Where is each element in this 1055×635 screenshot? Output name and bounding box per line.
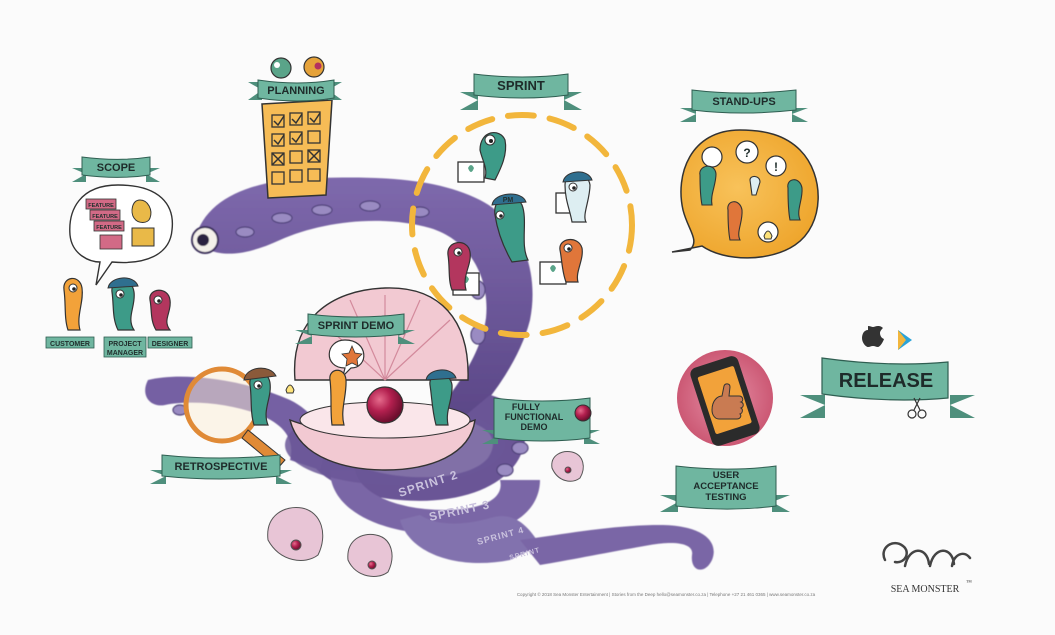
exclaim-glyph: ! <box>774 160 778 174</box>
star-icon <box>341 344 363 367</box>
scissors-icon <box>907 397 927 419</box>
question-glyph: ? <box>743 146 750 160</box>
ffd-label-3: DEMO <box>521 422 548 432</box>
detective-fish <box>243 367 277 426</box>
standups-banner-label: STAND-UPS <box>712 96 775 108</box>
uat-section: USER ACCEPTANCE TESTING <box>660 350 790 512</box>
sprint-banner-label: SPRINT <box>497 78 545 93</box>
sprint-demo-section: SPRINT DEMO <box>288 287 476 471</box>
decorative-shells <box>267 451 584 577</box>
uat-banner: USER ACCEPTANCE TESTING <box>660 465 790 512</box>
role-labels: CUSTOMER PROJECT MANAGER DESIGNER <box>45 336 193 358</box>
calendar-icon <box>131 227 155 247</box>
retrospective-banner-label: RETROSPECTIVE <box>175 461 268 473</box>
scope-banner-label: SCOPE <box>97 162 136 174</box>
idea-lightbulb-icon <box>285 384 295 394</box>
feature-card-3: FEATURE <box>96 225 122 231</box>
standup-fish <box>699 165 803 241</box>
release-banner-label: RELEASE <box>839 370 933 392</box>
project-manager-label-2: MANAGER <box>107 350 143 357</box>
ffd-label-2: FUNCTIONAL <box>505 412 564 422</box>
ffd-label-1: FULLY <box>512 402 540 412</box>
copyright-text: Copyright © 2018 Sea Monster Entertainme… <box>517 591 816 597</box>
feature-cards: FEATURE FEATURE FEATURE <box>85 198 125 250</box>
logo-tentacles-icon <box>882 541 972 568</box>
small-pearl-icon <box>574 404 592 422</box>
feature-card-2: FEATURE <box>92 214 118 220</box>
planning-banner: PLANNING <box>248 79 342 102</box>
designer-avatar-icon <box>303 56 325 78</box>
apple-store-icon <box>862 326 884 347</box>
sprint-demo-banner-label: SPRINT DEMO <box>318 320 395 332</box>
demo-pm-fish <box>425 369 457 426</box>
thumbs-up-icon <box>711 383 744 420</box>
shell-2 <box>347 533 393 577</box>
logo-name: SEA MONSTER <box>891 584 960 595</box>
pm-cap-label: PM <box>503 197 514 204</box>
standups-section: ? ! STAND-UPS <box>671 89 819 259</box>
standups-banner: STAND-UPS <box>680 89 808 122</box>
release-banner: RELEASE <box>800 357 975 418</box>
demo-customer-fish <box>329 369 347 426</box>
fully-functional-demo-banner: FULLY FUNCTIONAL DEMO <box>482 397 600 444</box>
pm-fish-character: PM <box>491 193 529 263</box>
blue-fish-character <box>562 171 593 223</box>
uat-label-1: USER <box>713 470 740 481</box>
pearl-icon <box>366 386 404 424</box>
sprint-demo-banner: SPRINT DEMO <box>295 313 415 344</box>
project-manager-fish <box>107 277 139 331</box>
pink-fish-character <box>447 242 471 291</box>
shell-1 <box>267 506 324 561</box>
retrospective-section: RETROSPECTIVE <box>150 366 295 484</box>
sea-monster-logo: SEA MONSTER ™ <box>882 541 972 595</box>
customer-label: CUSTOMER <box>50 341 90 348</box>
scope-section: SCOPE FEATURE FEATURE FEATURE <box>45 156 193 358</box>
uat-label-3: TESTING <box>705 492 746 503</box>
logo-tm: ™ <box>966 580 972 586</box>
uat-label-2: ACCEPTANCE <box>693 481 758 492</box>
project-manager-label-1: PROJECT <box>108 341 142 348</box>
shell-3 <box>551 451 584 482</box>
pm-avatar-icon <box>270 57 292 79</box>
green-fish-character <box>479 132 507 181</box>
sprint-banner: SPRINT <box>460 73 582 110</box>
planning-board <box>261 99 333 199</box>
sprint-cycle-ring <box>409 112 635 338</box>
designer-label: DESIGNER <box>152 341 189 348</box>
retrospective-banner: RETROSPECTIVE <box>150 454 292 484</box>
sprint-section: SPRINT PM <box>409 73 635 338</box>
money-bag-icon <box>131 199 152 223</box>
planning-section: PLANNING <box>248 56 342 199</box>
lightbulb-icon <box>763 230 773 240</box>
orange-fish-character <box>559 239 583 283</box>
planning-banner-label: PLANNING <box>267 85 324 97</box>
customer-fish <box>63 277 83 331</box>
release-section: RELEASE <box>800 326 975 419</box>
scope-banner: SCOPE <box>72 156 160 182</box>
feature-card-1: FEATURE <box>88 203 114 209</box>
designer-fish <box>149 289 172 331</box>
